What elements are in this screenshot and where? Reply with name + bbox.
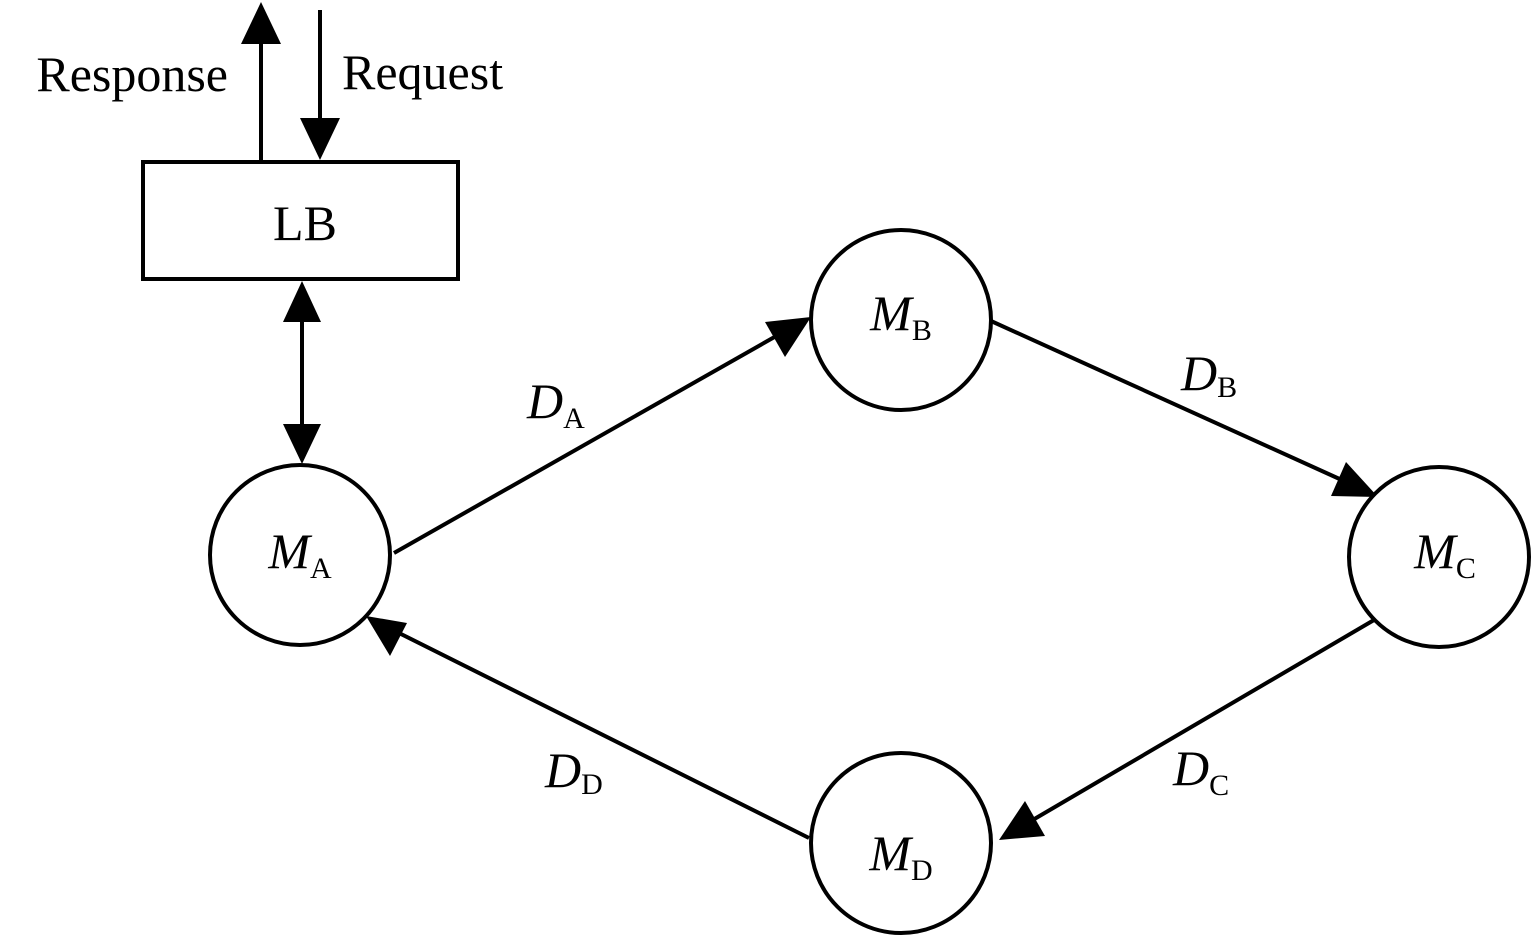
node-ma-sub: A xyxy=(310,552,332,585)
edge-label-db-main: D xyxy=(1180,345,1217,401)
node-ma-label: MA xyxy=(267,523,332,585)
node-ma-main: M xyxy=(267,523,312,579)
edge-a-to-b xyxy=(393,317,811,555)
node-mb-sub: B xyxy=(912,314,932,347)
lb-label: LB xyxy=(273,195,337,251)
request-arrow xyxy=(300,10,340,160)
edge-c-to-d xyxy=(999,618,1376,840)
node-mc-sub: C xyxy=(1456,552,1476,585)
lb-ma-double-arrow xyxy=(283,281,321,464)
response-label: Response xyxy=(36,46,228,102)
edge-d-to-a xyxy=(366,616,810,840)
response-arrow xyxy=(241,2,281,160)
edge-label-dc-main: D xyxy=(1172,740,1209,796)
edge-label-dd: DD xyxy=(544,742,603,801)
request-label: Request xyxy=(342,44,503,100)
lb-box xyxy=(141,160,460,281)
edge-label-da-main: D xyxy=(526,373,563,429)
edge-label-da-sub: A xyxy=(563,402,585,435)
edge-label-dd-main: D xyxy=(544,742,581,798)
node-mb-label: MB xyxy=(869,285,932,347)
edge-label-db-sub: B xyxy=(1217,371,1237,404)
edge-b-to-c xyxy=(990,319,1378,497)
node-md-sub: D xyxy=(911,854,933,887)
edge-label-da: DA xyxy=(526,373,585,435)
node-mc-label: MC xyxy=(1413,523,1476,585)
node-md-label: MD xyxy=(868,825,932,887)
node-mc xyxy=(1347,465,1531,649)
edge-label-dc-sub: C xyxy=(1209,769,1229,802)
edge-label-dd-sub: D xyxy=(581,768,603,801)
node-mc-main: M xyxy=(1413,523,1458,579)
node-mb xyxy=(809,228,993,412)
node-ma xyxy=(208,463,392,647)
node-md-main: M xyxy=(868,825,913,881)
node-md xyxy=(809,751,993,935)
edge-label-dc: DC xyxy=(1172,740,1229,802)
edge-label-db: DB xyxy=(1180,345,1237,404)
node-mb-main: M xyxy=(869,285,914,341)
